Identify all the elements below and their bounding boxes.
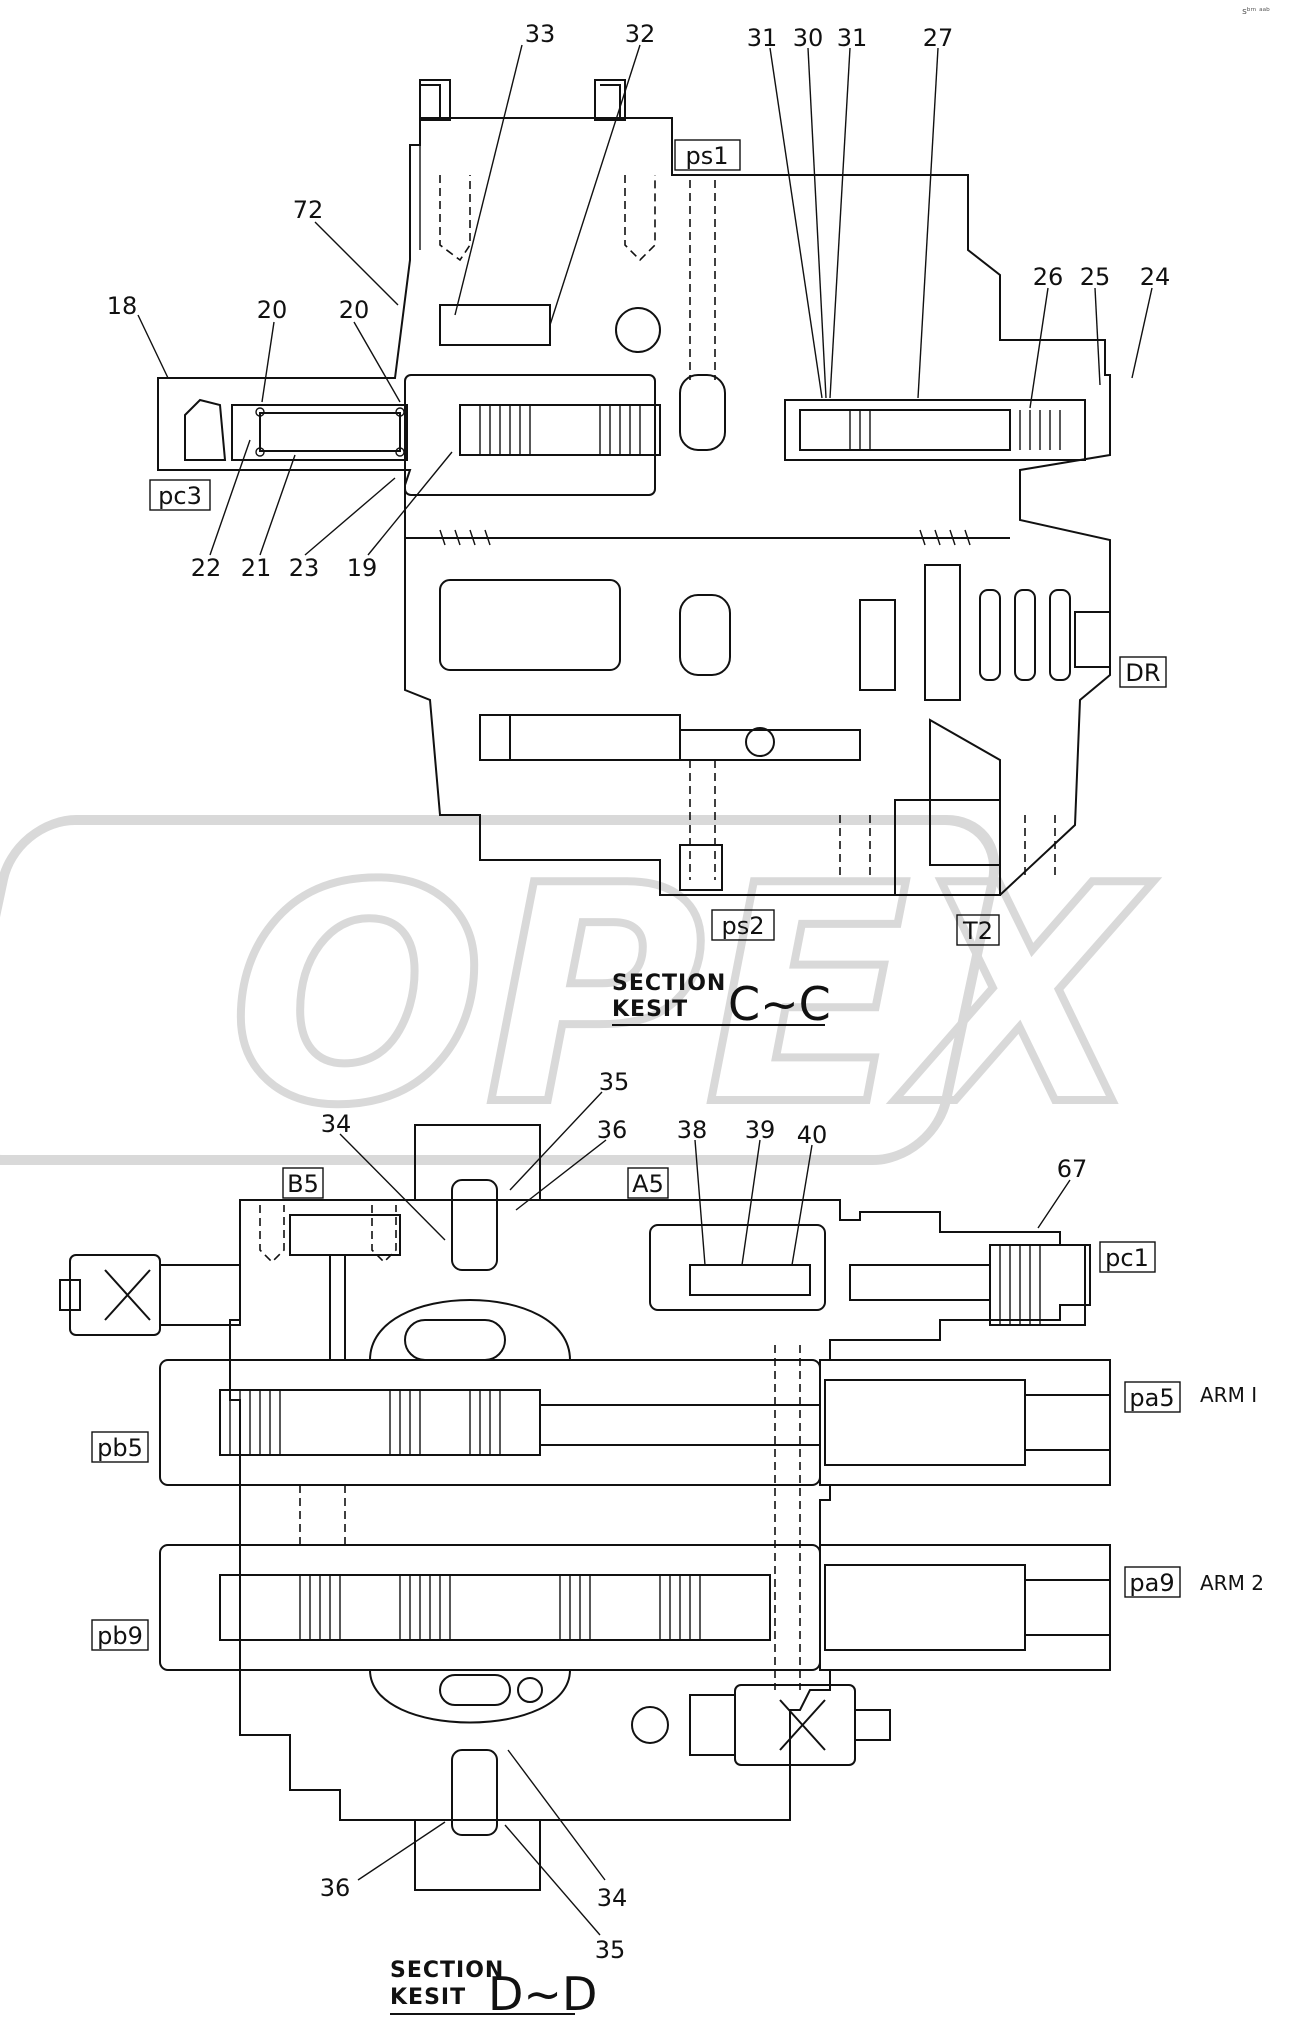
port-pc3: pc3 (158, 482, 202, 510)
callout-dd-35-top: 35 (599, 1068, 630, 1096)
port-t2: T2 (962, 917, 993, 945)
callout-cc-72: 72 (293, 196, 324, 224)
port-box-a5 (627, 1167, 669, 1199)
callout-dd-35-bottom: 35 (595, 1936, 626, 1964)
section-cc-word2: KESIT (612, 997, 688, 1022)
port-pa5: pa5 (1129, 1384, 1174, 1412)
callout-cc-18: 18 (107, 292, 138, 320)
port-box-t2 (956, 914, 1000, 946)
port-box-ps2 (711, 909, 775, 941)
port-box-pb5 (91, 1431, 149, 1463)
port-ps1: ps1 (685, 142, 728, 170)
callout-cc-22: 22 (191, 554, 222, 582)
section-cc-word1: SECTION (612, 971, 726, 996)
function-arm-1: ARM I (1200, 1383, 1257, 1407)
section-dd-word2: KESIT (390, 1985, 466, 2010)
arm1-spool-lands (229, 1390, 501, 1455)
port-pc1: pc1 (1105, 1244, 1149, 1272)
port-b5: B5 (287, 1170, 319, 1198)
callout-dd-36-bottom: 36 (320, 1874, 351, 1902)
callout-cc-33: 33 (525, 20, 556, 48)
callout-cc-19: 19 (347, 554, 378, 582)
watermark-text: OPEX (230, 822, 1154, 1171)
callout-dd-40: 40 (797, 1121, 828, 1149)
port-pb5: pb5 (97, 1434, 143, 1462)
port-box-b5 (282, 1167, 324, 1199)
function-arm-2: ARM 2 (1200, 1571, 1264, 1595)
section-dd-word1: SECTION (390, 1958, 504, 1983)
callout-dd-38: 38 (677, 1116, 708, 1144)
section-dd-leaders (339, 1091, 1071, 1936)
port-box-pa9 (1124, 1566, 1181, 1598)
callout-cc-24: 24 (1140, 263, 1171, 291)
port-pb9: pb9 (97, 1622, 143, 1650)
port-box-pb9 (91, 1619, 149, 1651)
spool-lands-cc (479, 405, 641, 455)
callout-cc-31-left: 31 (747, 24, 778, 52)
section-cc-leaders (137, 44, 1153, 556)
port-ps2: ps2 (721, 912, 764, 940)
watermark-frame (0, 815, 1000, 1165)
port-a5: A5 (632, 1170, 664, 1198)
callout-cc-20-right: 20 (339, 296, 370, 324)
callout-cc-31-right: 31 (837, 24, 868, 52)
port-box-pa5 (1124, 1381, 1181, 1413)
callout-cc-21: 21 (241, 554, 272, 582)
callout-cc-27: 27 (923, 24, 954, 52)
arm2-spool-lands (299, 1575, 701, 1640)
section-cc-drawing (157, 79, 1111, 896)
corner-mark: sᵇᵐ ᵃᵃᵇ (1242, 7, 1270, 17)
port-box-pc1 (1099, 1241, 1156, 1273)
cc-outline-hatches (439, 529, 971, 546)
port-box-dr (1119, 656, 1167, 688)
callout-cc-30: 30 (793, 24, 824, 52)
callout-cc-23: 23 (289, 554, 320, 582)
watermark: OPEX (0, 815, 1158, 1175)
pc1-spring-hatch (999, 1245, 1041, 1325)
port-box-pc3 (149, 479, 211, 511)
callout-dd-36-top: 36 (597, 1116, 628, 1144)
section-cc-id: C~C (728, 977, 831, 1031)
relief-valve-hatch (849, 410, 1061, 450)
port-pa9: pa9 (1129, 1569, 1174, 1597)
port-dr: DR (1125, 659, 1160, 687)
callout-cc-25: 25 (1080, 263, 1111, 291)
callout-dd-39: 39 (745, 1116, 776, 1144)
callout-dd-34-bottom: 34 (597, 1884, 628, 1912)
callout-dd-67: 67 (1057, 1155, 1088, 1183)
callout-cc-32: 32 (625, 20, 656, 48)
section-dd-title: SECTION KESIT D~D (390, 1958, 597, 2021)
port-box-ps1 (674, 139, 741, 171)
section-cc-title: SECTION KESIT C~C (612, 971, 831, 1031)
callout-dd-34-top: 34 (321, 1110, 352, 1138)
section-dd-id: D~D (488, 1967, 597, 2021)
section-dd-drawing (59, 1124, 1111, 1891)
callout-cc-20-left: 20 (257, 296, 288, 324)
callout-cc-26: 26 (1033, 263, 1064, 291)
